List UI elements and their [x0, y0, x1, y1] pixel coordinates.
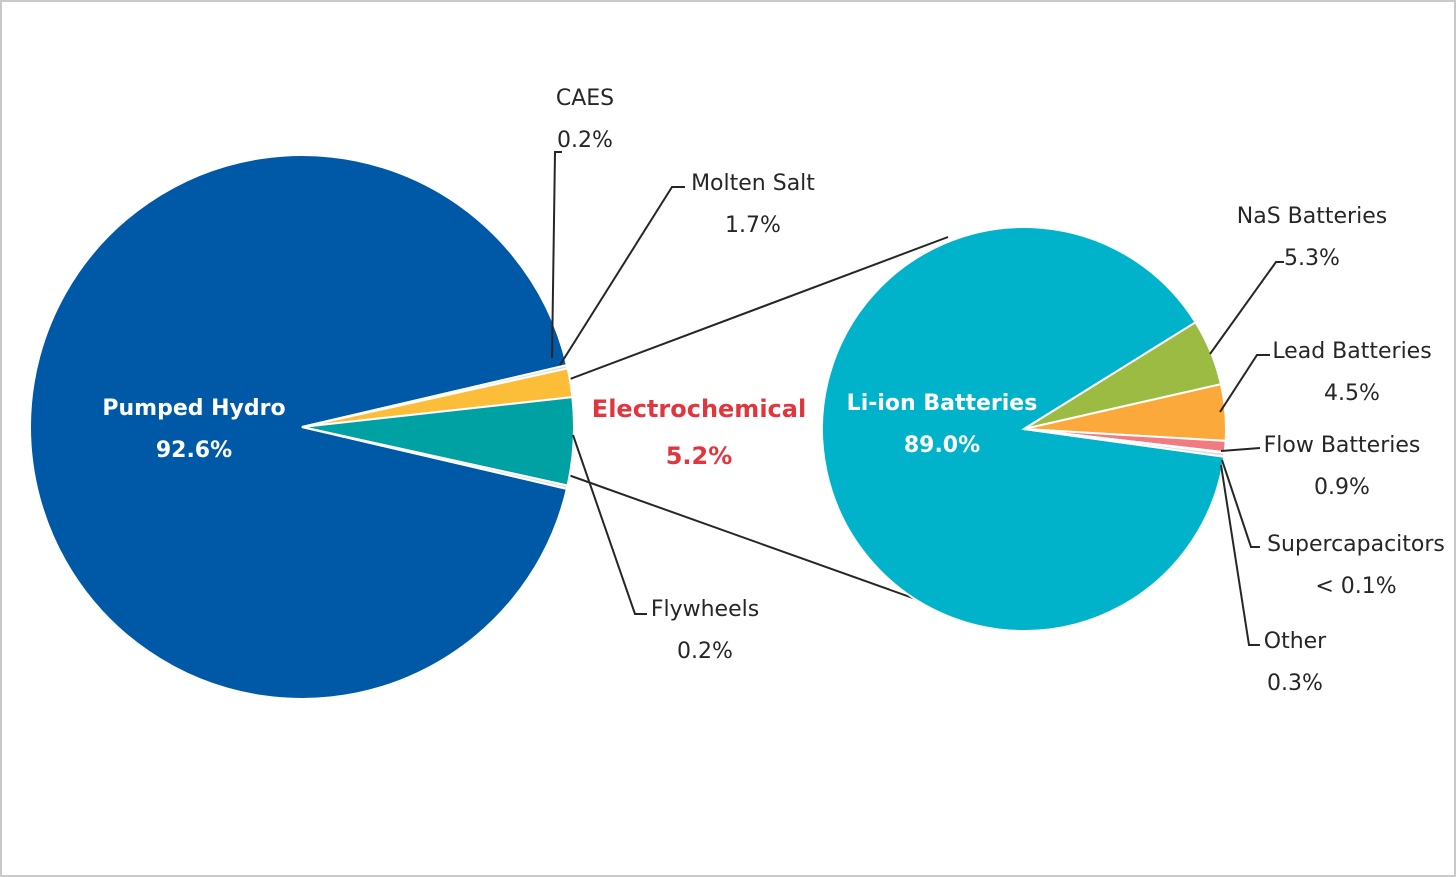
slice-pumped-hydro	[28, 154, 569, 700]
label-other: Other	[1264, 629, 1327, 654]
value-nas: 5.3%	[1284, 246, 1340, 271]
label-electrochemical: Electrochemical	[592, 395, 806, 423]
connector-top	[561, 236, 949, 383]
leader-flow	[1220, 447, 1261, 452]
slice-li-ion-batteries	[821, 226, 1226, 632]
value-flywheels: 0.2%	[677, 639, 733, 664]
label-lead: Lead Batteries	[1272, 339, 1431, 364]
leader-flywheels	[572, 434, 647, 615]
label-nas: NaS Batteries	[1237, 204, 1387, 229]
value-li-ion: 89.0%	[904, 433, 980, 458]
connector-bottom	[559, 471, 939, 608]
value-molten-salt: 1.7%	[725, 213, 781, 238]
value-supercapacitors: < 0.1%	[1315, 574, 1396, 599]
label-caes: CAES	[556, 86, 614, 111]
label-pumped-hydro: Pumped Hydro	[102, 396, 285, 421]
label-flywheels: Flywheels	[651, 597, 759, 622]
leader-other	[1220, 464, 1260, 646]
value-flow: 0.9%	[1314, 475, 1370, 500]
value-caes: 0.2%	[557, 128, 613, 153]
value-electrochemical: 5.2%	[666, 442, 733, 470]
value-lead: 4.5%	[1324, 381, 1380, 406]
label-li-ion: Li-ion Batteries	[847, 391, 1038, 416]
label-supercapacitors: Supercapacitors	[1267, 532, 1445, 557]
leader-molten-salt	[559, 186, 685, 366]
leader-lead	[1219, 354, 1270, 413]
leader-caes	[551, 151, 562, 359]
slice-other	[1023, 428, 1226, 458]
label-molten-salt: Molten Salt	[691, 171, 815, 196]
leader-nas	[1209, 261, 1284, 355]
value-pumped-hydro: 92.6%	[156, 438, 232, 463]
label-flow: Flow Batteries	[1264, 433, 1421, 458]
leader-supercapacitors	[1221, 459, 1260, 548]
value-other: 0.3%	[1267, 671, 1323, 696]
slice-flywheels	[301, 426, 569, 491]
